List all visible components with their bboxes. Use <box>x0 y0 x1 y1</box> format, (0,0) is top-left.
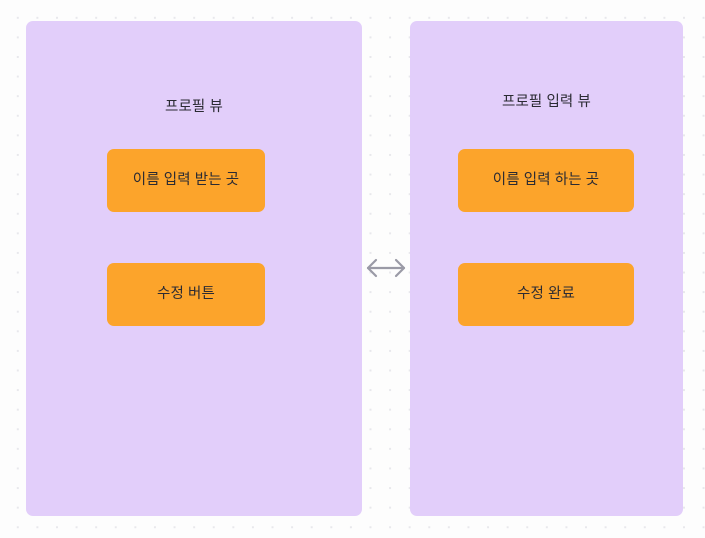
panel-profile-view-title: 프로필 뷰 <box>165 99 223 115</box>
node-edit-done-label: 수정 완료 <box>517 285 575 302</box>
node-name-input[interactable]: 이름 입력 하는 곳 <box>458 149 634 212</box>
bidirectional-arrow-icon <box>363 250 409 286</box>
node-name-input-label: 이름 입력 하는 곳 <box>492 171 600 188</box>
node-edit-button[interactable]: 수정 버튼 <box>107 263 265 326</box>
panel-profile-input-view[interactable]: 프로필 입력 뷰 이름 입력 하는 곳 수정 완료 <box>410 21 683 516</box>
panel-profile-input-view-title: 프로필 입력 뷰 <box>502 94 591 110</box>
node-edit-done[interactable]: 수정 완료 <box>458 263 634 326</box>
node-name-display[interactable]: 이름 입력 받는 곳 <box>107 149 265 212</box>
panel-profile-view[interactable]: 프로필 뷰 이름 입력 받는 곳 수정 버튼 <box>26 21 362 516</box>
node-name-display-label: 이름 입력 받는 곳 <box>132 171 240 188</box>
node-edit-button-label: 수정 버튼 <box>157 285 215 302</box>
